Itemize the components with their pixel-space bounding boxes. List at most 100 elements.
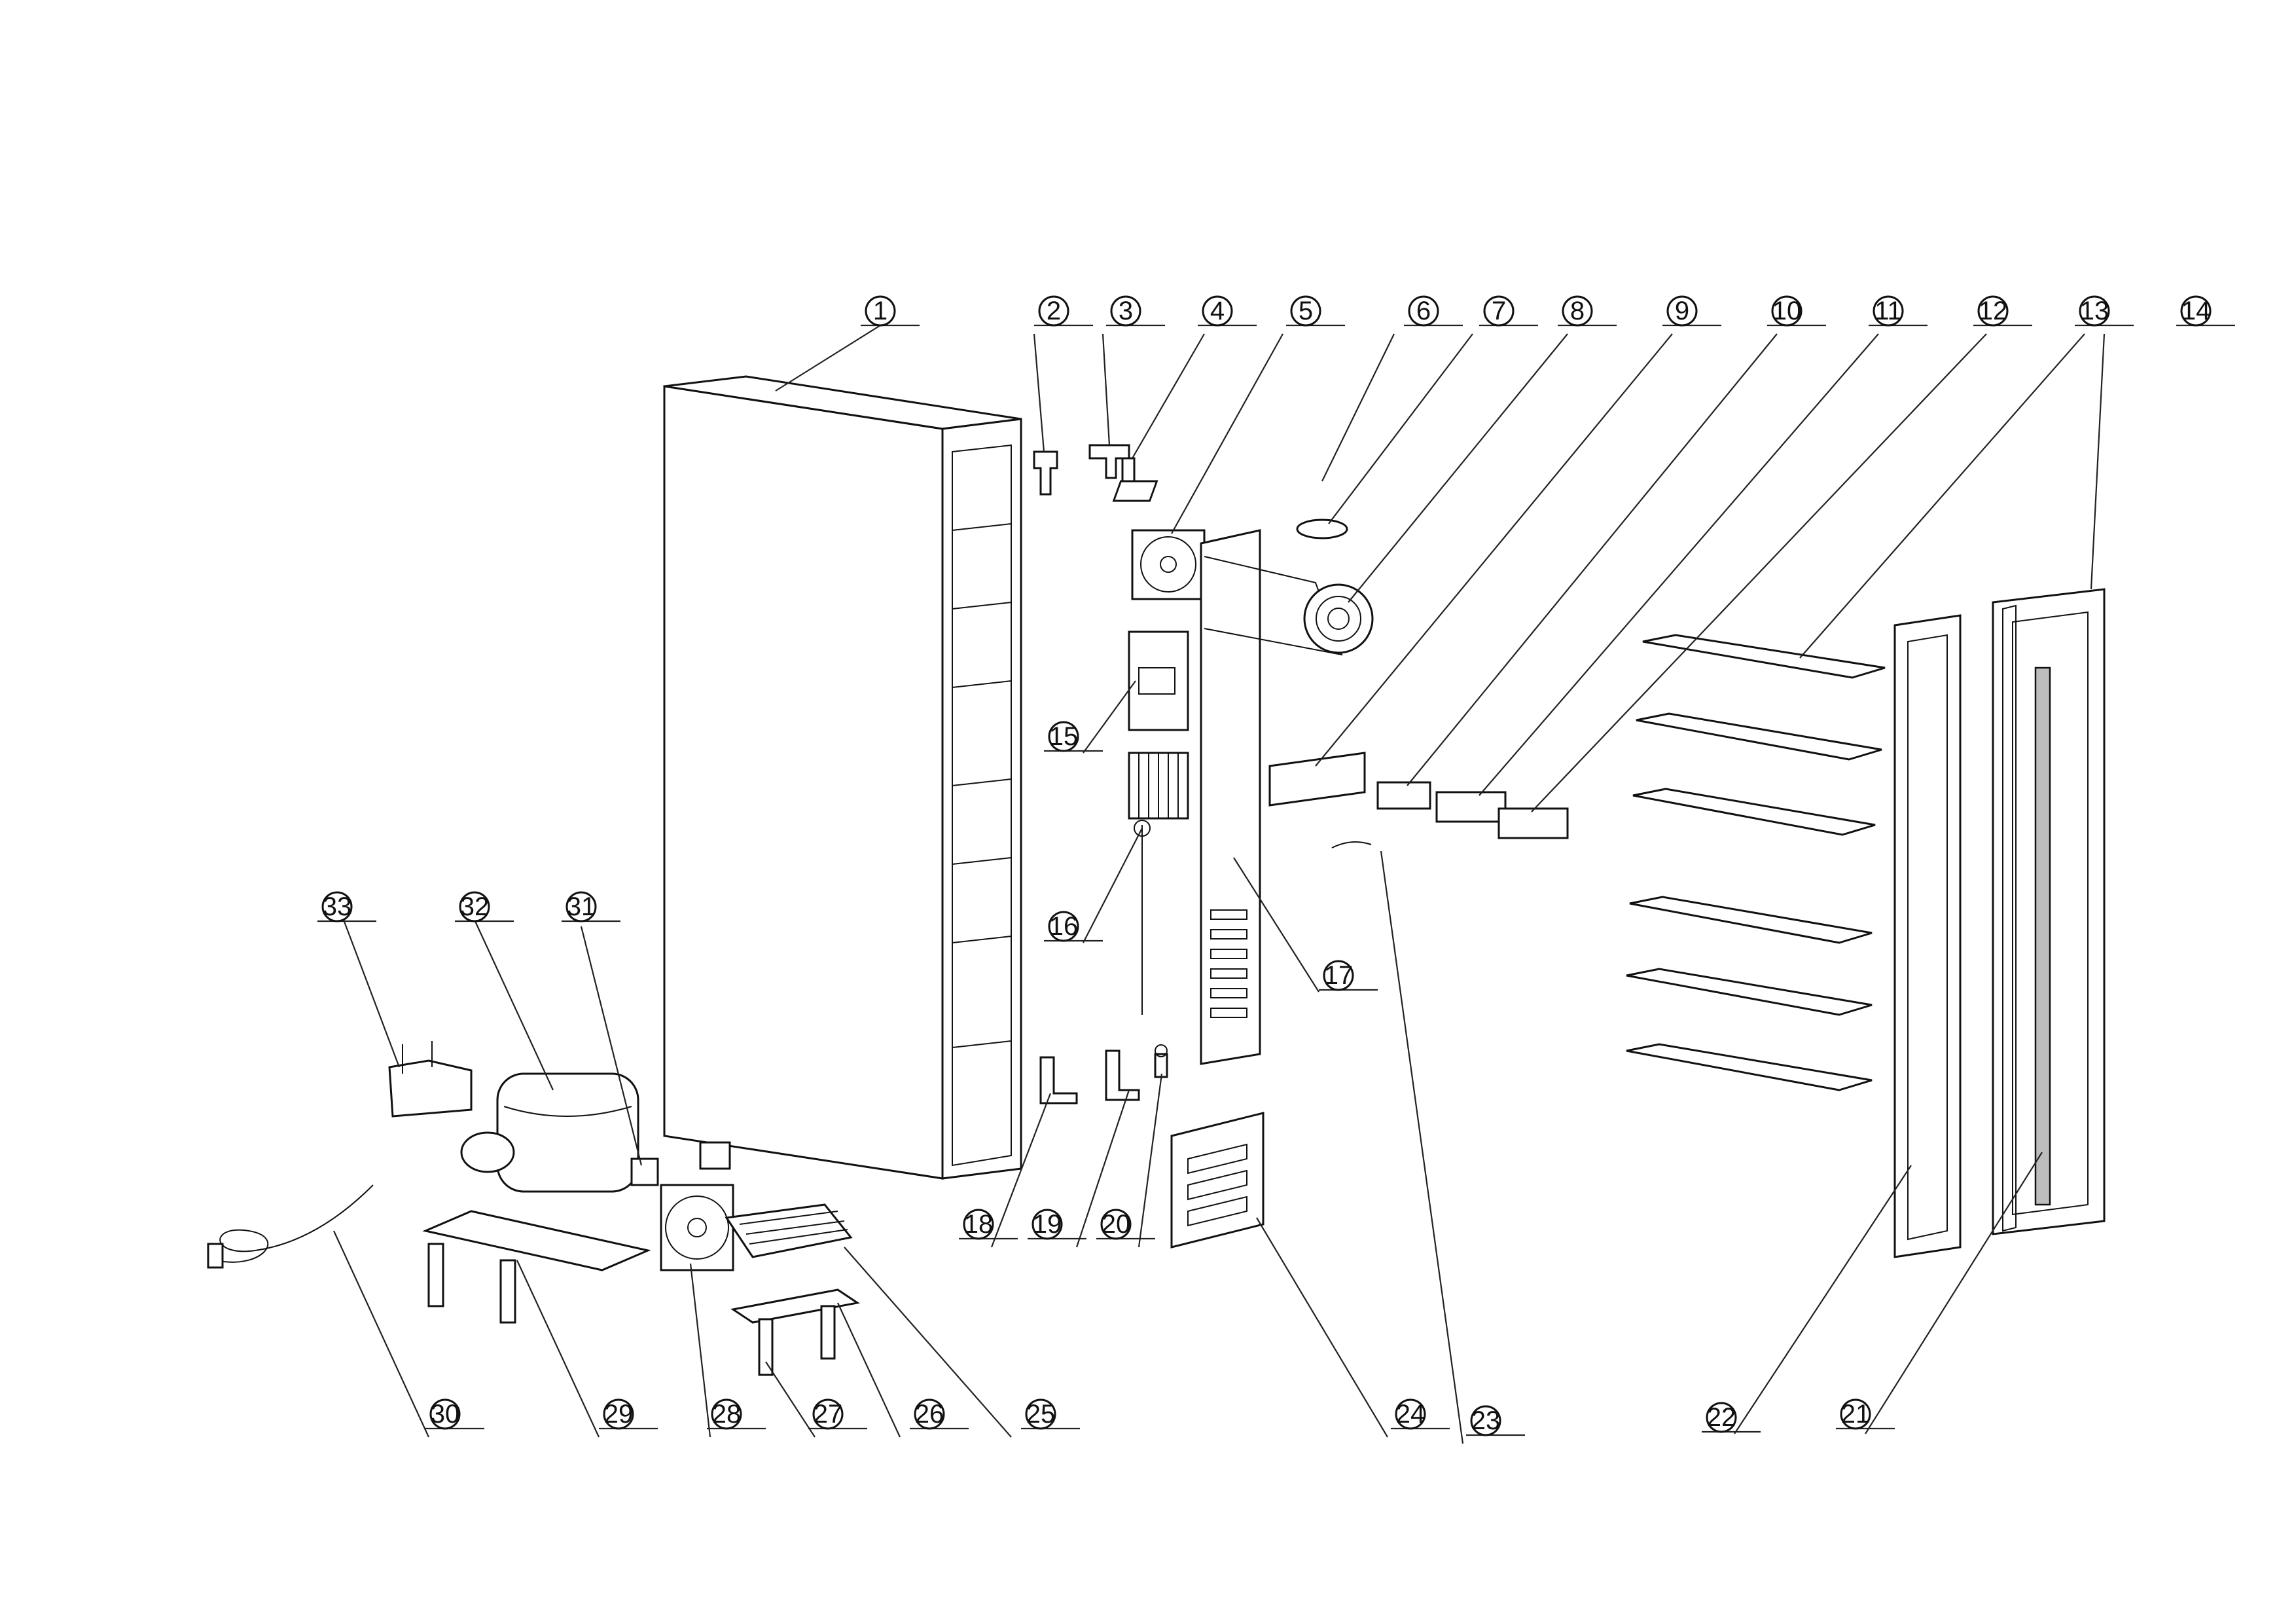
svg-text:8: 8 <box>1570 297 1585 325</box>
svg-text:4: 4 <box>1210 297 1225 325</box>
callout-8: 8 <box>1558 295 1617 327</box>
svg-text:20: 20 <box>1102 1210 1131 1239</box>
svg-text:14: 14 <box>2181 297 2211 325</box>
callout-2: 2 <box>1034 295 1093 327</box>
rear-air-duct-panel <box>1200 529 1343 1065</box>
svg-text:28: 28 <box>712 1400 742 1429</box>
sealing-ring <box>1296 519 1348 539</box>
callout-16: 16 <box>1044 911 1103 942</box>
callout-33: 33 <box>317 891 376 922</box>
svg-text:17: 17 <box>1324 961 1354 990</box>
switch-bracket <box>1376 781 1431 810</box>
cabinet-body <box>663 375 1022 1180</box>
front-grille <box>1170 1112 1265 1249</box>
callout-25: 25 <box>1021 1398 1080 1430</box>
svg-text:25: 25 <box>1026 1400 1056 1429</box>
callout-9: 9 <box>1662 295 1721 327</box>
callout-24: 24 <box>1391 1398 1450 1430</box>
svg-text:15: 15 <box>1049 722 1079 751</box>
svg-text:6: 6 <box>1416 297 1431 325</box>
svg-text:18: 18 <box>964 1210 994 1239</box>
compressor <box>460 1072 639 1193</box>
callout-30: 30 <box>425 1398 484 1430</box>
callout-27: 27 <box>808 1398 867 1430</box>
callout-6: 6 <box>1404 295 1463 327</box>
foot-bolt <box>820 1305 836 1360</box>
svg-text:31: 31 <box>567 892 596 921</box>
connector <box>699 1141 731 1170</box>
condenser-fan <box>660 1184 734 1271</box>
callout-22: 22 <box>1702 1402 1761 1433</box>
connector <box>630 1158 659 1186</box>
evaporator-fan <box>1131 529 1206 600</box>
control-panel-plate <box>1498 807 1569 839</box>
foot-bolt <box>499 1259 516 1324</box>
callout-7: 7 <box>1479 295 1538 327</box>
top-hinge-parts <box>1033 444 1136 496</box>
svg-text:32: 32 <box>460 892 490 921</box>
svg-text:16: 16 <box>1049 912 1079 941</box>
power-cord <box>207 1184 374 1269</box>
gasket-plate <box>1112 480 1158 502</box>
callout-31: 31 <box>562 891 620 922</box>
callout-21: 21 <box>1836 1398 1895 1430</box>
condenser-bracket <box>730 1288 860 1324</box>
svg-text:23: 23 <box>1471 1406 1501 1435</box>
callout-19: 19 <box>1028 1209 1086 1240</box>
callout-23: 23 <box>1466 1405 1525 1436</box>
callout-26: 26 <box>910 1398 969 1430</box>
callout-4: 4 <box>1198 295 1257 327</box>
svg-text:19: 19 <box>1033 1210 1062 1239</box>
compressor-base-plate <box>422 1210 651 1271</box>
callout-5: 5 <box>1286 295 1345 327</box>
callout-18: 18 <box>959 1209 1018 1240</box>
callout-11: 11 <box>1869 295 1928 327</box>
callout-29: 29 <box>599 1398 658 1430</box>
callout-14: 14 <box>2176 295 2235 327</box>
light-box <box>1268 752 1366 807</box>
callout-13: 13 <box>2075 295 2134 327</box>
wire-shelves <box>1626 634 1886 1091</box>
callout-12: 12 <box>1973 295 2032 327</box>
svg-text:26: 26 <box>915 1400 944 1429</box>
svg-text:9: 9 <box>1675 297 1689 325</box>
condenser <box>725 1203 853 1258</box>
foot-bolt <box>758 1318 774 1376</box>
parts-artwork <box>207 375 2106 1376</box>
svg-text:5: 5 <box>1299 297 1313 325</box>
foot-bolt <box>427 1243 444 1307</box>
svg-text:22: 22 <box>1707 1403 1736 1432</box>
evaporator <box>1128 752 1189 1015</box>
svg-text:33: 33 <box>323 892 352 921</box>
callout-20: 20 <box>1096 1209 1155 1240</box>
svg-text:12: 12 <box>1979 297 2008 325</box>
leader-lines <box>333 325 2106 1444</box>
control-box <box>1128 630 1189 731</box>
door-switch-wire <box>1331 841 1372 848</box>
svg-text:24: 24 <box>1396 1400 1426 1429</box>
callout-32: 32 <box>455 891 514 922</box>
thermostat-plate <box>1435 791 1507 823</box>
glass-door <box>1992 588 2106 1235</box>
svg-text:11: 11 <box>1874 297 1902 325</box>
callout-28: 28 <box>707 1398 766 1430</box>
svg-text:2: 2 <box>1047 297 1061 325</box>
callout-3: 3 <box>1106 295 1165 327</box>
svg-text:13: 13 <box>2080 297 2109 325</box>
svg-text:10: 10 <box>1772 297 1802 325</box>
callout-15: 15 <box>1044 721 1103 752</box>
svg-text:7: 7 <box>1492 297 1506 325</box>
callout-10: 10 <box>1767 295 1826 327</box>
svg-text:30: 30 <box>431 1400 460 1429</box>
callout-1: 1 <box>861 295 920 327</box>
svg-text:21: 21 <box>1841 1400 1871 1429</box>
svg-text:29: 29 <box>604 1400 634 1429</box>
svg-text:27: 27 <box>814 1400 843 1429</box>
fan-guard <box>1303 583 1374 654</box>
door-gasket <box>1893 614 1962 1258</box>
relay-box-cover <box>388 1041 473 1118</box>
svg-text:3: 3 <box>1119 297 1133 325</box>
svg-text:1: 1 <box>873 297 888 325</box>
callouts: 1 2 3 4 5 6 7 8 9 10 11 12 13 14 15 16 1… <box>317 295 2235 1436</box>
